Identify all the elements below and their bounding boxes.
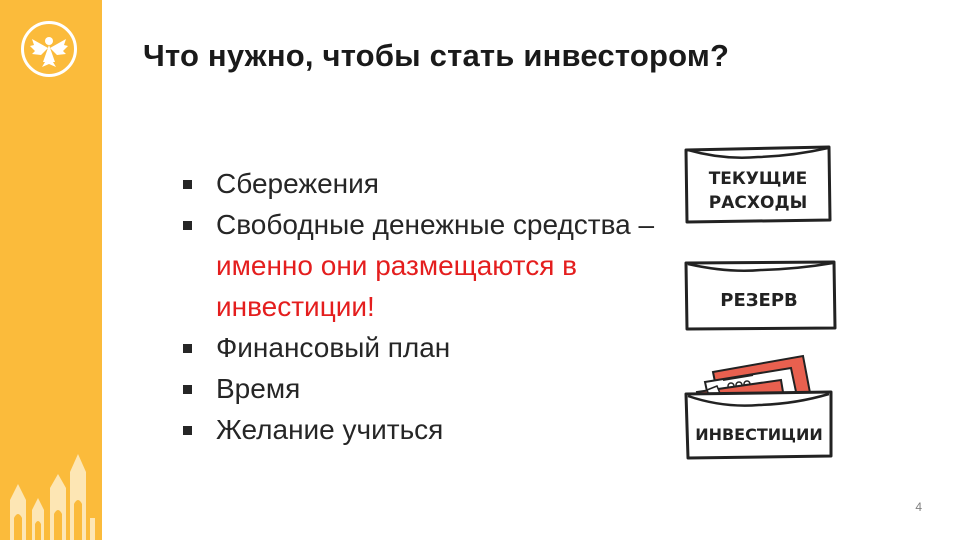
bank-logo-icon	[21, 21, 77, 77]
bullet-marker	[183, 221, 192, 230]
bullet-text: Свободные денежные средства –	[216, 209, 655, 240]
envelope-investments: ИНВЕСТИЦИИ	[684, 354, 833, 460]
bullet-text: Финансовый план	[216, 332, 451, 363]
bullet-item: Финансовый план	[180, 327, 660, 368]
bullet-list: Сбережения Свободные денежные средства –…	[180, 163, 660, 450]
bullet-item: Желание учиться	[180, 409, 660, 450]
bullet-item: Свободные денежные средства – именно они…	[180, 204, 660, 327]
bullet-item: Время	[180, 368, 660, 409]
bullet-marker	[183, 426, 192, 435]
bullet-highlight: именно они размещаются в инвестиции!	[216, 250, 578, 322]
bullet-text: Сбережения	[216, 168, 379, 199]
bullet-text: Желание учиться	[216, 414, 444, 445]
envelope-current-expenses: ТЕКУЩИЕ РАСХОДЫ	[684, 145, 832, 224]
city-skyline-icon	[10, 454, 95, 540]
bullet-item: Сбережения	[180, 163, 660, 204]
envelope-label: ТЕКУЩИЕ	[709, 169, 808, 189]
page-number: 4	[915, 500, 922, 514]
bullet-text: Время	[216, 373, 301, 404]
bullet-marker	[183, 180, 192, 189]
envelope-reserve: РЕЗЕРВ	[684, 260, 837, 331]
bullet-marker	[183, 344, 192, 353]
slide-title: Что нужно, чтобы стать инвестором?	[143, 38, 730, 73]
envelope-label: ИНВЕСТИЦИИ	[695, 425, 823, 444]
sidebar	[0, 0, 102, 540]
envelope-label: РАСХОДЫ	[709, 193, 807, 213]
bullet-marker	[183, 385, 192, 394]
envelope-label: РЕЗЕРВ	[720, 290, 797, 311]
